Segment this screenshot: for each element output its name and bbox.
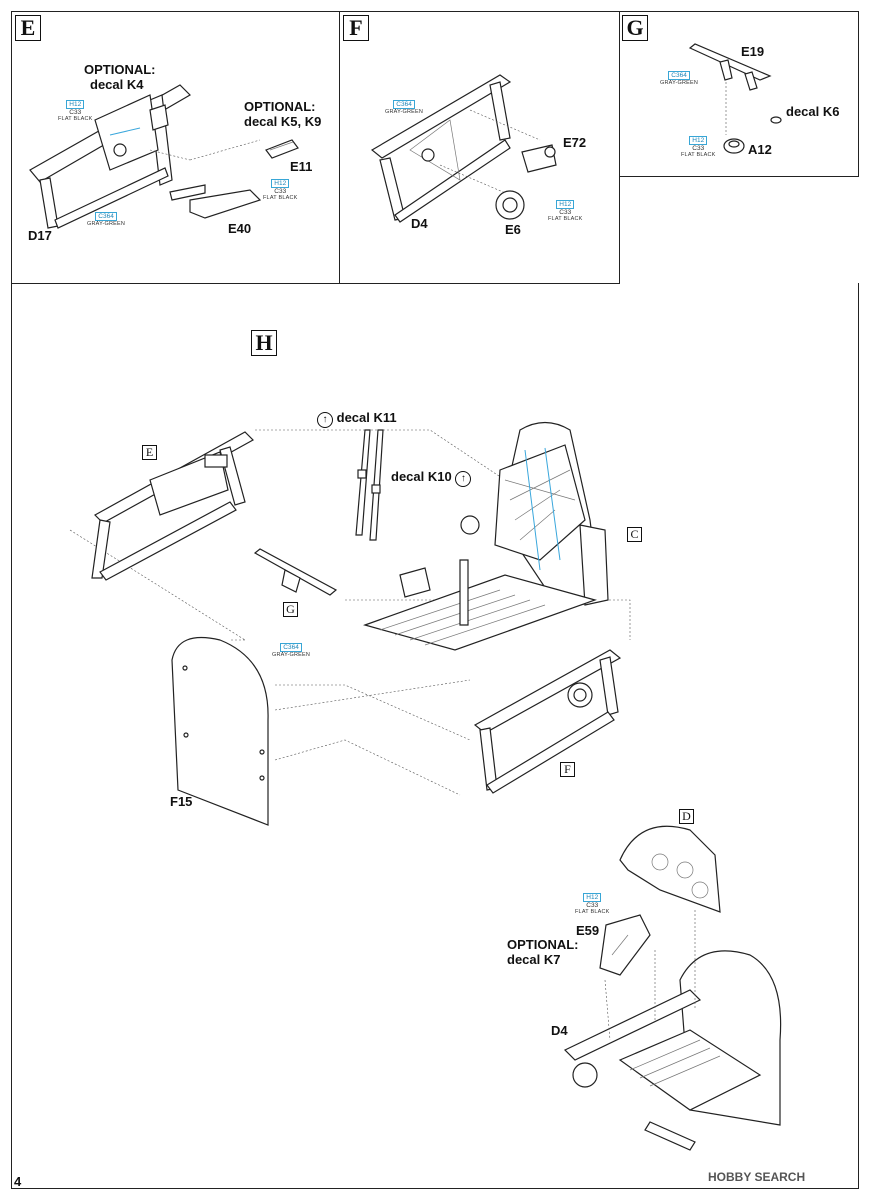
part-label-d4: D4 [411,216,428,231]
decal-flip-icon: ↑ [455,471,472,487]
paint-callout: H12 C33 FLAT BLACK [575,893,610,915]
part-label-e72: E72 [563,135,587,150]
paint-callout: C364 GRAY-GREEN [385,100,424,115]
decal-k4-label: decal K4 [90,77,144,92]
part-label-e40: E40 [228,221,252,236]
part-label-f15: F15 [170,794,193,809]
part-d4-drawing-f [370,74,541,223]
part-label-a12: A12 [748,142,772,157]
decal-k7-label: decal K7 [507,952,561,967]
optional-label-k5: OPTIONAL: [244,99,316,114]
part-e72-drawing [521,144,557,173]
step-letter-h: H [251,330,277,356]
part-label-e6: E6 [505,222,521,237]
h-frame-e-drawing [91,431,254,581]
step-letter-g: G [622,15,648,41]
ref-step-d: D [679,809,694,824]
part-e6-drawing [495,190,525,220]
part-label-e11: E11 [290,159,313,174]
h-detail-cockpit-drawing [563,825,782,1151]
ref-step-g: G [283,602,298,617]
page-number: 4 [14,1174,22,1189]
ref-step-f: F [560,762,575,777]
decal-k6-label: decal K6 [786,104,840,119]
part-label-d17: D17 [28,228,52,243]
paint-callout: H12 C33 FLAT BLACK [263,179,298,201]
optional-label-k7: OPTIONAL: [507,937,579,952]
h-seat-straps-drawing [355,429,384,541]
optional-label-k4: OPTIONAL: [84,62,156,77]
paint-callout: H12 C33 FLAT BLACK [681,136,716,158]
part-e11-drawing [265,139,299,159]
decal-k5-k9-label: decal K5, K9 [244,114,322,129]
h-part-g-drawing [253,548,338,596]
decal-k10-label: decal K10 ↑ [391,469,472,487]
watermark-logo: HOBBY SEARCH [708,1170,806,1184]
paint-callout: C364 GRAY-GREEN [272,643,311,658]
paint-callout: C364 GRAY-GREEN [660,71,699,86]
step-letter-f: F [343,15,369,41]
decal-flip-icon: ↑ [317,412,333,428]
h-seat-c-drawing [494,421,609,611]
part-d17-drawing [29,84,261,229]
paint-callout: C364 GRAY-GREEN [87,212,126,227]
part-e40-drawing [169,184,262,219]
h-frame-f-drawing [473,649,622,794]
part-label-e59: E59 [576,923,600,938]
h-floor-drawing [363,515,597,651]
lower-panel [11,283,859,1189]
decal-k11-label: ↑ decal K11 [317,410,397,428]
paint-callout: H12 C33 FLAT BLACK [58,100,93,122]
part-label-e19: E19 [741,44,765,59]
h-bulkhead-f15-drawing [171,636,269,826]
ref-step-c: C [627,527,642,542]
step-letter-e: E [15,15,41,41]
ref-step-e: E [142,445,157,460]
part-a12-drawing [723,116,782,154]
part-e19-drawing [688,43,772,135]
part-label-d4-h: D4 [551,1023,568,1038]
step-g-panel [619,11,859,177]
paint-callout: H12 C33 FLAT BLACK [548,200,583,222]
